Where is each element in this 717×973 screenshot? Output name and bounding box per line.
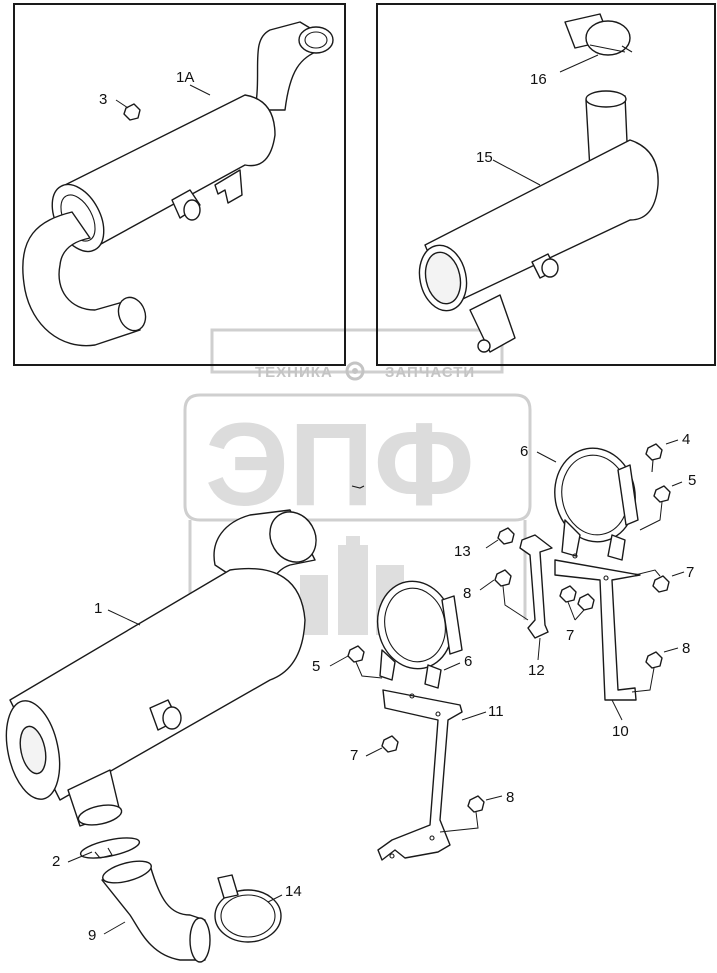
callout-16: 16 [530,71,547,88]
part-2-clamp [67,837,141,863]
callout-3: 3 [99,91,107,108]
part-4-bolt [645,439,679,473]
watermark: ТЕХНИКА ЗАПЧАСТИ ЭПФ [183,328,532,635]
callout-2: 2 [52,853,60,870]
gear-icon [345,361,365,381]
callout-7b: 7 [566,627,574,644]
callout-5a: 5 [688,472,696,489]
part-10-bracket [554,553,641,721]
part-8-bolt-middle [479,569,529,621]
callout-7a: 7 [686,564,694,581]
part-1A-muffler [22,21,334,347]
watermark-logo: ЭПФ [205,399,474,531]
part-8-bolt-right [631,647,679,693]
callout-8a: 8 [463,585,471,602]
part-6-band-clamp-lower [376,580,463,689]
callout-11: 11 [488,703,504,720]
watermark-text-right: ЗАПЧАСТИ [385,364,475,381]
inset-frame-right [376,3,716,366]
callout-14: 14 [285,883,302,900]
callout-15: 15 [476,149,493,166]
callout-6b: 6 [464,653,472,670]
callout-13: 13 [454,543,471,560]
callout-12: 12 [528,662,545,679]
part-7-nut-lower [365,735,399,757]
part-5-bolt-upper [639,481,683,531]
part-11-bracket [377,689,487,861]
part-6-band-clamp-upper [536,447,639,561]
callout-10: 10 [612,723,629,740]
inset-frame-left [13,3,346,366]
part-1-muffler [5,509,317,827]
part-9-pipe [101,860,211,963]
watermark-text-left: ТЕХНИКА [255,364,333,381]
part-15-muffler [418,13,659,353]
part-7-nuts-middle [559,585,595,621]
callout-9: 9 [88,927,96,944]
callout-5b: 5 [312,658,320,675]
part-5-bolt-lower [329,645,383,679]
part-7-nut-upper [634,569,685,593]
part-13-bolt [485,527,515,549]
part-14-clamp [214,874,283,943]
part-8-bolt-lower [439,795,503,833]
callout-7c: 7 [350,747,358,764]
callout-4: 4 [682,431,690,448]
part-12-bracket [519,534,553,661]
callout-1A: 1A [176,69,194,86]
callout-8c: 8 [506,789,514,806]
callout-1: 1 [94,600,102,617]
callout-8b: 8 [682,640,690,657]
callout-6a: 6 [520,443,528,460]
